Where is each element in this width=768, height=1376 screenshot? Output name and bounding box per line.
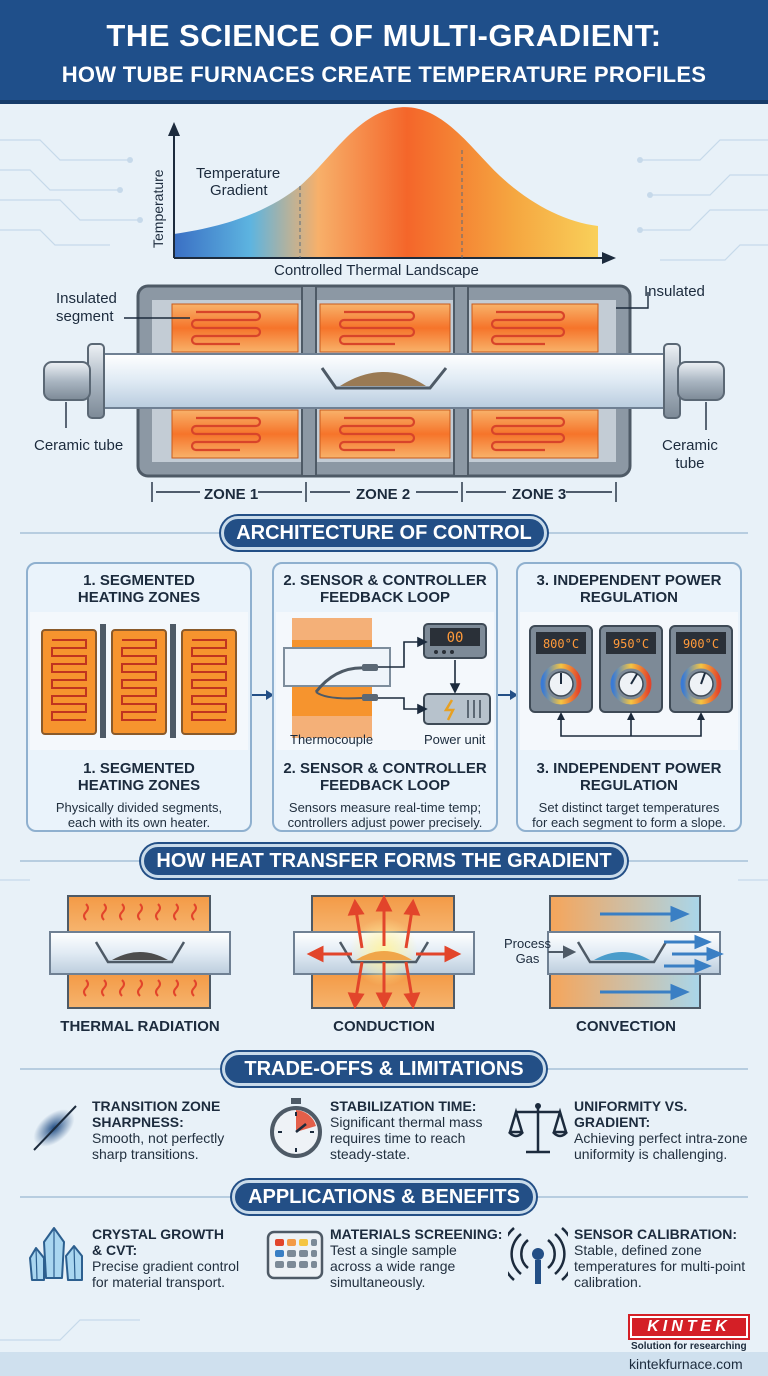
tradeoff-uniformity-vs-gradient: UNIFORMITY VS. GRADIENT: Achieving perfe… (574, 1098, 748, 1162)
arrow-right-icon (252, 690, 274, 700)
tradeoff-transition-sharpness: TRANSITION ZONE SHARPNESS: Smooth, not p… (92, 1098, 225, 1162)
convection-panel (547, 895, 724, 1009)
gradient-annotation: Temperature Gradient (196, 165, 281, 199)
temperature-curve (174, 107, 598, 259)
ceramic-tube-label-right: Ceramic tube (662, 437, 718, 472)
conduction-panel (293, 894, 475, 1010)
tradeoffs-heading: TRADE-OFFS & LIMITATIONS (222, 1052, 546, 1086)
crystal-icon (29, 1227, 83, 1281)
power-regulation-illustration: 800°C 950°C 900°C (529, 625, 733, 737)
sample-powder (340, 372, 426, 386)
controller-readout: 00 (447, 630, 464, 646)
application-materials-screening: MATERIALS SCREENING: Test a single sampl… (330, 1226, 503, 1290)
conduction-label: CONDUCTION (333, 1018, 435, 1035)
power-unit-label: Power unit (424, 732, 486, 747)
sensor-signal-icon (508, 1227, 568, 1284)
zone-2-label: ZONE 2 (356, 486, 411, 503)
kintek-logo: KINTEK (630, 1316, 748, 1338)
heat-transfer-illustrations (49, 894, 724, 1010)
segmented-heaters-illustration (41, 624, 237, 738)
header-banner: THE SCIENCE OF MULTI-GRADIENT: HOW TUBE … (0, 0, 768, 104)
application-crystal-growth: CRYSTAL GROWTH & CVT: Precise gradient c… (92, 1226, 240, 1290)
radiation-panel (49, 895, 231, 1009)
temperature-profile-graph: Temperature (150, 107, 616, 264)
convection-label: CONVECTION (575, 1018, 676, 1035)
stopwatch-icon (270, 1098, 322, 1158)
application-sensor-calibration: SENSOR CALIBRATION: Stable, defined zone… (574, 1226, 746, 1290)
tradeoff-stabilization-time: STABILIZATION TIME: Significant thermal … (330, 1098, 483, 1162)
insulated-segment-label: Insulated segment (56, 290, 117, 325)
architecture-heading: ARCHITECTURE OF CONTROL (221, 516, 547, 550)
zone-3-label: ZONE 3 (512, 486, 567, 503)
brand-url-link[interactable]: kintekfurnace.com (629, 1356, 743, 1372)
sample-boat (320, 367, 448, 390)
y-axis-label: Temperature (150, 169, 166, 248)
zone3-setpoint-readout: 900°C (683, 637, 719, 651)
footer-bar (0, 1352, 768, 1376)
zone1-setpoint-readout: 800°C (543, 637, 579, 651)
blurred-line-icon (33, 1105, 77, 1151)
thermal-radiation-label: THERMAL RADIATION (60, 1018, 220, 1035)
process-gas-label: Process Gas (504, 936, 551, 966)
ceramic-tube-label-left: Ceramic tube (34, 437, 124, 454)
brand-tagline: Solution for researching (631, 1341, 747, 1352)
page-title: THE SCIENCE OF MULTI-GRADIENT: (106, 18, 662, 53)
sample-grid-icon (266, 1230, 324, 1280)
arrow-right-icon (496, 690, 518, 700)
thermocouple-label: Thermocouple (290, 732, 374, 747)
applications-heading: APPLICATIONS & BENEFITS (232, 1180, 536, 1214)
furnace-diagram (43, 284, 725, 502)
zone2-setpoint-readout: 950°C (613, 637, 649, 651)
balance-scale-icon (508, 1103, 568, 1154)
heat-transfer-heading: HOW HEAT TRANSFER FORMS THE GRADIENT (141, 844, 627, 878)
page-subtitle: HOW TUBE FURNACES CREATE TEMPERATURE PRO… (61, 62, 707, 87)
zone-1-label: ZONE 1 (204, 486, 259, 503)
x-axis-caption: Controlled Thermal Landscape (274, 262, 479, 279)
insulated-label-right: Insulated (644, 283, 705, 300)
feedback-loop-illustration: 00 (283, 618, 491, 738)
